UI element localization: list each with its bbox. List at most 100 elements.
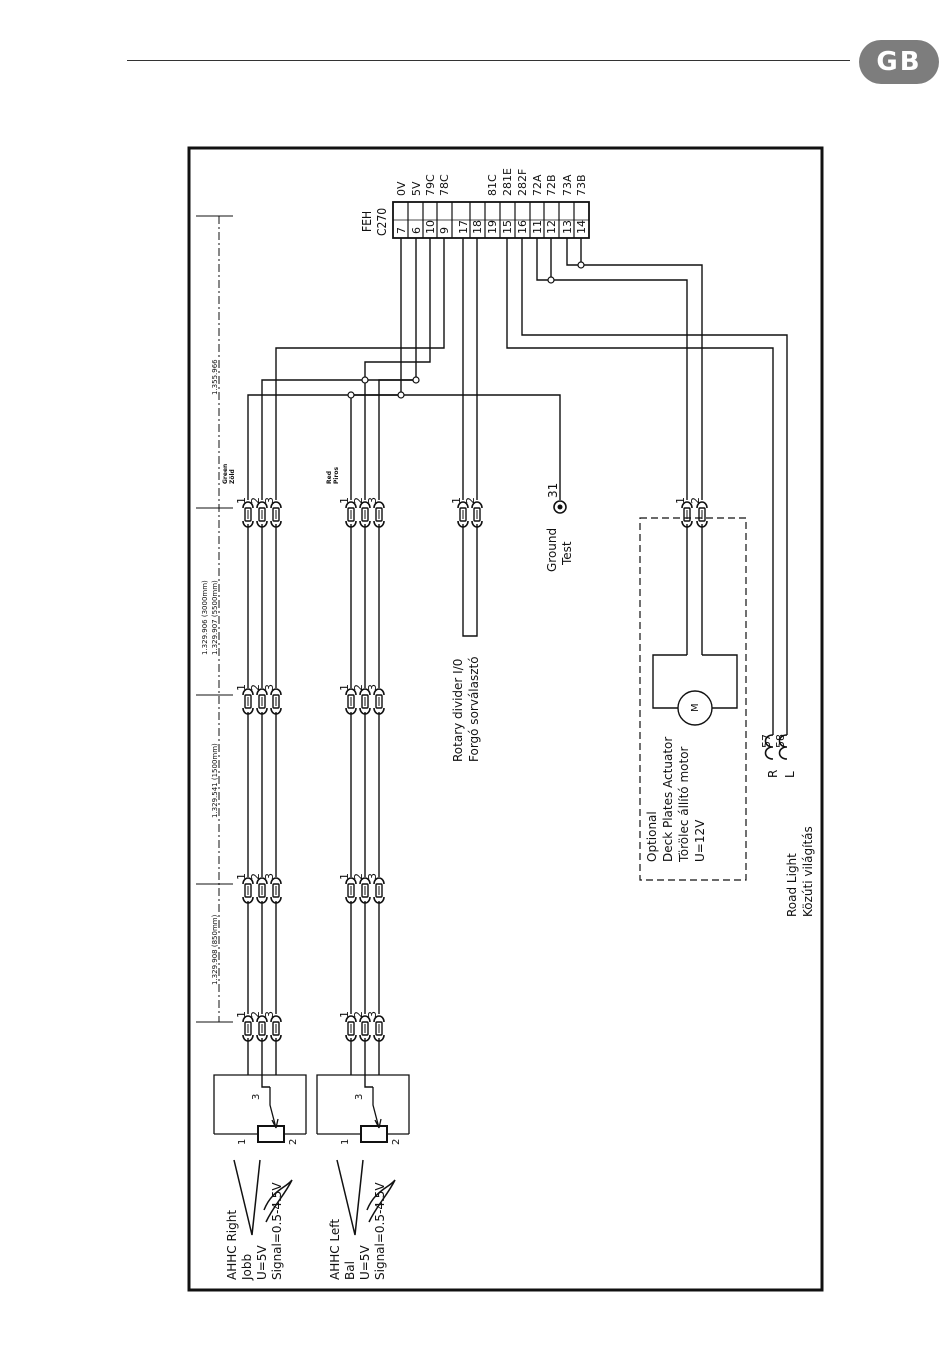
terminal-signal-6: 5V <box>410 181 423 196</box>
terminal-pin-10: 10 <box>424 220 437 234</box>
ground-label-2: Test <box>560 541 574 566</box>
connector-pin-number: 1 <box>235 873 248 880</box>
connector-pin-number: 3 <box>366 684 379 691</box>
connector-pin-number: 2 <box>352 1011 365 1018</box>
connector-pin: 3 <box>263 684 282 715</box>
diagram-frame <box>187 146 824 1292</box>
connector-pin: 3 <box>263 873 282 904</box>
rotary-divider-label: Rotary divider I/0 <box>451 659 465 762</box>
connector-pin: 3 <box>263 1011 282 1042</box>
height-sensor-lever-icon <box>233 1159 293 1236</box>
actuator-label-1: Optional <box>645 811 659 862</box>
terminal-signal-9: 78C <box>438 174 451 196</box>
dim-total-label: 1.355.966 <box>211 359 219 395</box>
sensor-label-2: Jobb <box>240 1254 254 1281</box>
terminal-pin-13: 13 <box>561 220 574 234</box>
connector-pin: 1 <box>235 1011 254 1042</box>
sensor-label-1: AHHC Left <box>328 1219 342 1280</box>
connector-pin-number: 3 <box>263 684 276 691</box>
terminal-block-label: FEH <box>360 211 374 232</box>
road-light-label-hu: Közúti világítás <box>801 826 815 917</box>
pot-pin-number: 1 <box>340 1139 351 1145</box>
deck-plates-actuator: M Optional Deck Plates Actuator Törölec … <box>639 517 747 881</box>
wire-color-green: Green <box>222 464 229 484</box>
connector-pin-number: 1 <box>338 684 351 691</box>
terminal-signal-11: 72A <box>531 174 544 196</box>
terminal-signal-12: 72B <box>545 174 558 196</box>
header-rule <box>127 60 850 61</box>
connector-pin-number: 3 <box>263 873 276 880</box>
harness-wires <box>247 524 703 1088</box>
ground-test: 31 Ground Test <box>545 483 574 572</box>
connector-pin: 2 <box>249 873 268 904</box>
road-light-left-letter: L <box>783 771 797 778</box>
potentiometer-icon <box>257 1125 285 1143</box>
rotary-divider-label-hu: Forgó sorválasztó <box>467 656 481 762</box>
potentiometer-icon <box>360 1125 388 1143</box>
connector-pin-number: 3 <box>366 497 379 504</box>
terminal-pin-19: 19 <box>486 220 499 234</box>
pot-pin-number: 3 <box>251 1094 262 1100</box>
connector-pin-number: 3 <box>263 497 276 504</box>
connector-pin: 2 <box>249 684 268 715</box>
splice-dots <box>347 261 585 399</box>
terminal-pin-11: 11 <box>531 220 544 234</box>
connector-pin-number: 1 <box>235 1011 248 1018</box>
connector-pin: 2 <box>352 684 371 715</box>
sensor-label-4: Signal=0.5-4.5V <box>373 1182 387 1280</box>
connector-pin: 3 <box>366 1011 385 1042</box>
connector-pin-number: 2 <box>464 497 477 504</box>
connector-pin-number: 1 <box>674 497 687 504</box>
road-light-left-terminal: 58 <box>774 734 787 748</box>
sensor-label-1: AHHC Right <box>225 1210 239 1280</box>
connector-pin-number: 2 <box>249 497 262 504</box>
connector-pin: 2 <box>352 873 371 904</box>
connector-pin: 2 <box>249 1011 268 1042</box>
actuator-label-3: Törölec állító motor <box>677 746 691 863</box>
height-sensor-lever-icon <box>336 1159 396 1236</box>
connector-pin-number: 3 <box>263 1011 276 1018</box>
pot-pin-number: 3 <box>354 1094 365 1100</box>
connector-pin: 1 <box>338 684 357 715</box>
sensor-label-4: Signal=0.5-4.5V <box>270 1182 284 1280</box>
connector-pin: 1 <box>450 497 469 528</box>
connector-pin-number: 3 <box>366 1011 379 1018</box>
ground-terminal-number: 31 <box>546 483 560 498</box>
actuator-label-4: U=12V <box>693 819 707 862</box>
terminal-pin-9: 9 <box>438 227 451 234</box>
dim-last-label: 1.329.908 (850mm) <box>211 914 219 985</box>
connector-pin: 1 <box>235 684 254 715</box>
terminal-pin-7: 7 <box>395 227 408 234</box>
actuator-label-2: Deck Plates Actuator <box>661 737 675 862</box>
connector-pin: 3 <box>366 684 385 715</box>
connector-pin-number: 1 <box>338 497 351 504</box>
connector-pin: 3 <box>366 873 385 904</box>
sensor-label-2: Bal <box>343 1261 357 1280</box>
connector-pin: 3 <box>263 497 282 528</box>
connector-pin: 2 <box>352 1011 371 1042</box>
dim-first-alt-label: 1.329.907 (5500mm) <box>211 580 219 655</box>
terminal-signal-7: 0V <box>395 181 408 196</box>
road-light-label: Road Light <box>785 853 799 917</box>
terminal-signal-14: 73B <box>575 174 588 196</box>
pot-pin-number: 2 <box>391 1139 402 1145</box>
connector-pin: 2 <box>464 497 483 528</box>
pot-pin-number: 1 <box>237 1139 248 1145</box>
terminal-signal-19: 81C <box>486 174 499 196</box>
dim-first-label: 1.329.906 (3000mm) <box>201 580 209 655</box>
motor-icon <box>677 690 713 726</box>
connector-pin: 2 <box>352 497 371 528</box>
connector-pin-number: 2 <box>352 684 365 691</box>
motor-symbol: M <box>690 703 701 712</box>
road-light: 57 58 R L Road Light Közúti világítás <box>760 734 815 917</box>
connector-pin-number: 2 <box>249 873 262 880</box>
connector-pin-number: 2 <box>249 1011 262 1018</box>
terminal-signal-13: 73A <box>561 174 574 196</box>
terminal-pin-6: 6 <box>410 227 423 234</box>
terminal-pin-14: 14 <box>575 220 588 234</box>
ground-label: Ground <box>545 528 559 572</box>
